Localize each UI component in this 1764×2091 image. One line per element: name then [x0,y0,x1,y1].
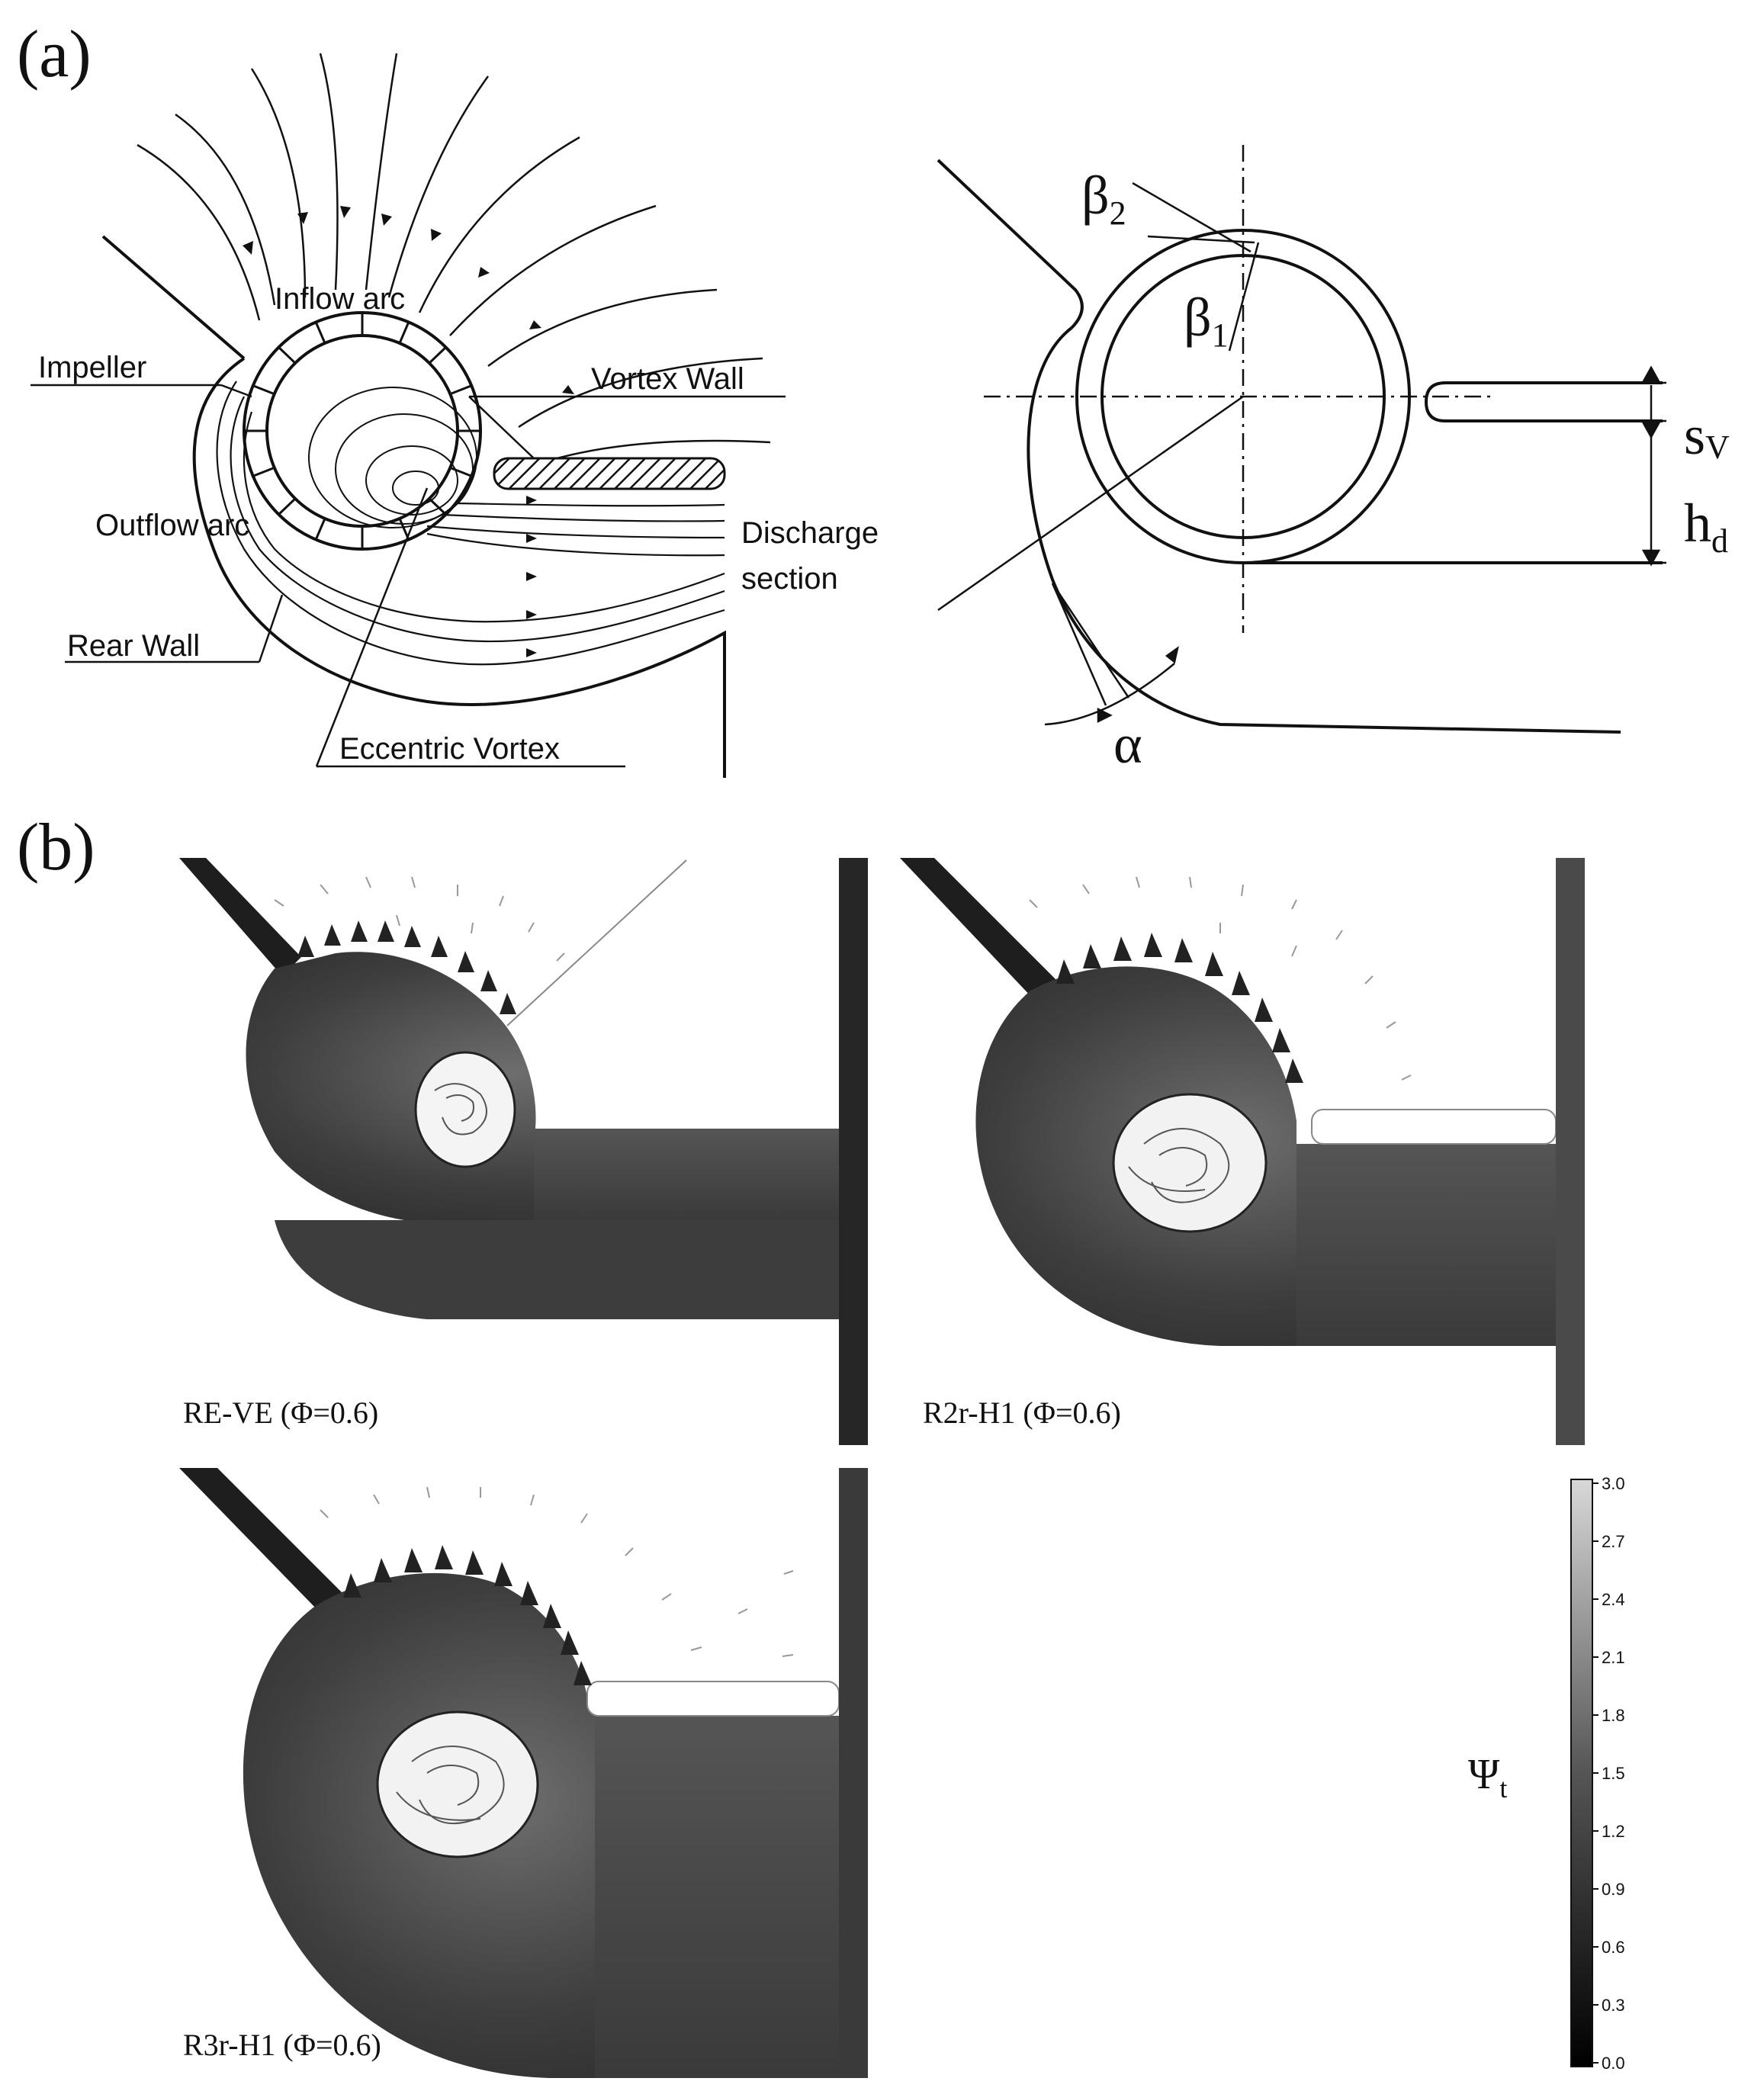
inflow-streamlines [137,53,771,467]
inflow-vectors-3 [320,1486,794,1657]
contour-plot-r2r-h1 [900,858,1585,1445]
vortex-streaks-2 [1128,1128,1230,1203]
label-eccentric-vortex: Eccentric Vortex [339,732,560,766]
colorbar-tick-label: 2.7 [1602,1532,1625,1551]
beta1-symbol: β1 [1184,287,1229,354]
contour-plot-r3r-h1 [179,1468,868,2078]
colorbar-tick-label: 1.2 [1602,1822,1625,1841]
colorbar-tick-label: 1.8 [1602,1706,1625,1725]
colorbar-ticks: 3.0 2.7 2.4 2.1 1.8 1.5 1.2 0.9 0.6 0.3 0.0 [1592,1474,1625,2073]
case-label-1: RE-VE (Φ=0.6) [183,1396,378,1430]
vortex-wall-right [1424,381,1663,422]
label-impeller: Impeller [38,351,146,384]
label-discharge: Discharge [741,516,879,550]
vortex-wall [493,457,726,490]
vortex-spiral [308,387,477,528]
colorbar-tick-label: 0.3 [1602,1996,1625,2015]
label-inflow-arc: Inflow arc [275,282,405,316]
right-centerlines [984,145,1495,633]
case-label-3: R3r-H1 (Φ=0.6) [183,2028,381,2062]
panel-b-label: (b) [17,811,95,885]
label-rear-wall: Rear Wall [67,629,200,663]
streamline-arrows [243,206,574,394]
inflow-vectors-2 [1029,876,1412,1081]
label-outflow-arc: Outflow arc [95,509,249,542]
blade-teeth-1 [297,920,516,1014]
label-vortex-wall: Vortex Wall [591,362,744,396]
right-schematic [937,159,1663,734]
vortex-streaks-3 [396,1746,505,1825]
impeller-blades [244,313,480,549]
colorbar: 3.0 2.7 2.4 2.1 1.8 1.5 1.2 0.9 0.6 0.3 0.0 Ψt [1468,1474,1625,2073]
contour-plot-re-ve [179,858,868,1445]
casing-curve-right [1027,326,1621,734]
colorbar-tick-label: 2.4 [1602,1590,1625,1609]
vortex-streaks-1 [434,1083,487,1135]
colorbar-gradient [1570,1479,1593,2067]
blade-teeth-2 [1056,933,1303,1083]
impeller-inner-ring [265,334,459,528]
inlet-wall-right [937,159,1084,329]
casing-outer [192,357,726,778]
colorbar-tick-label: 1.5 [1602,1764,1625,1783]
panel-a-label: (a) [17,18,92,92]
blade-teeth-3 [343,1545,592,1685]
inflow-vectors-1 [274,876,565,962]
colorbar-tick-label: 0.0 [1602,2054,1625,2073]
colorbar-tick-label: 0.6 [1602,1938,1625,1957]
right-symbols: β2 β1 sV hd α [1081,165,1730,775]
colorbar-symbol: Ψt [1468,1751,1507,1804]
right-dimensions [937,181,1666,726]
case-label-2: R2r-H1 (Φ=0.6) [923,1396,1121,1430]
discharge-arrows [526,496,537,657]
hd-symbol: hd [1684,493,1728,560]
casing-flow-lines [216,381,725,666]
alpha-symbol: α [1113,714,1142,775]
colorbar-tick-label: 3.0 [1602,1474,1625,1493]
inlet-wall [101,235,246,360]
colorbar-tick-label: 2.1 [1602,1648,1625,1667]
label-section: section [741,562,838,596]
left-schematic [31,53,786,778]
beta2-symbol: β2 [1081,165,1126,232]
sv-symbol: sV [1684,405,1730,466]
colorbar-tick-label: 0.9 [1602,1880,1625,1899]
